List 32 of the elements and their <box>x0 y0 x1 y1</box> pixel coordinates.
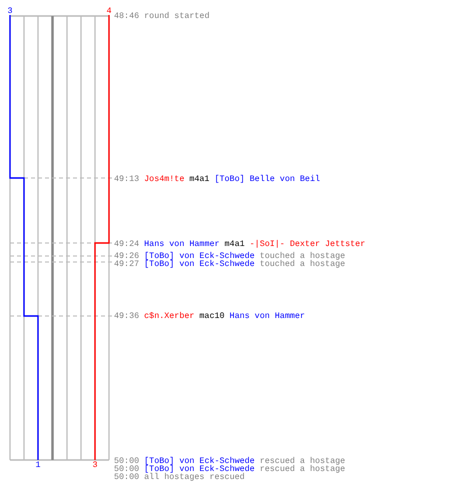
weapon-name: m4a1 <box>224 240 245 248</box>
event-text: touched a hostage <box>260 260 346 268</box>
player-name: -|SoI|- Dexter Jettster <box>250 240 366 248</box>
weapon-name: mac10 <box>199 312 225 320</box>
timestamp: 49:26 <box>114 252 140 260</box>
timestamp: 49:36 <box>114 312 140 320</box>
player-name: c$n.Xerber <box>144 312 194 320</box>
player-name: [ToBo] von Eck-Schwede <box>144 252 255 260</box>
player-name: Hans von Hammer <box>144 240 220 248</box>
timestamp: 49:24 <box>114 240 140 248</box>
event-text: all hostages rescued <box>144 473 245 481</box>
player-name: [ToBo] von Eck-Schwede <box>144 260 255 268</box>
player-count: 1 <box>35 461 41 469</box>
player-count: 3 <box>92 461 98 469</box>
timestamp: 48:46 <box>114 12 140 20</box>
event-text: touched a hostage <box>260 252 346 260</box>
player-name: Jos4m!te <box>144 175 184 183</box>
timestamp: 49:13 <box>114 175 140 183</box>
timestamp: 49:27 <box>114 260 140 268</box>
player-name: Hans von Hammer <box>230 312 305 320</box>
event-text: rescued a hostage <box>260 457 346 465</box>
timestamp: 50:00 <box>114 465 140 473</box>
player-count: 3 <box>7 7 13 15</box>
timestamp: 50:00 <box>114 473 140 481</box>
player-name: [ToBo] von Eck-Schwede <box>144 465 255 473</box>
weapon-name: m4a1 <box>189 175 210 183</box>
event-text: round started <box>144 12 210 20</box>
event-text: rescued a hostage <box>260 465 346 473</box>
player-name: [ToBo] Belle von Beil <box>214 175 320 183</box>
timestamp: 50:00 <box>114 457 140 465</box>
player-name: [ToBo] von Eck-Schwede <box>144 457 255 465</box>
player-count: 4 <box>106 7 112 15</box>
